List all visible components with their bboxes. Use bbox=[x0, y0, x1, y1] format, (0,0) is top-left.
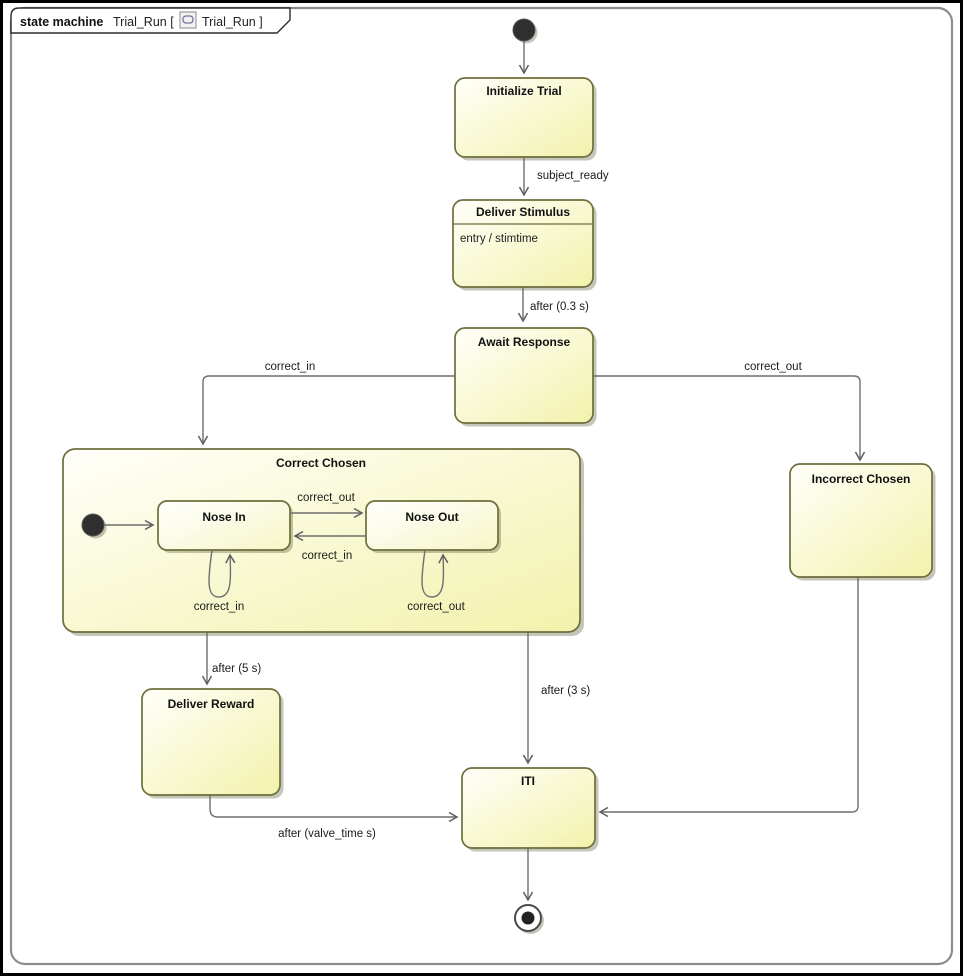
transition-nose-in-self[interactable]: correct_in bbox=[194, 549, 245, 613]
tab-diagram-ref: Trial_Run ] bbox=[202, 15, 263, 29]
state-body[interactable] bbox=[789, 463, 933, 578]
edge-line[interactable] bbox=[421, 549, 449, 598]
state-body[interactable] bbox=[365, 500, 499, 551]
state-title: Correct Chosen bbox=[276, 456, 366, 470]
state-nose-in[interactable]: Nose In bbox=[157, 500, 293, 553]
transition-incorrect-to-iti[interactable] bbox=[598, 577, 859, 818]
state-title: Incorrect Chosen bbox=[812, 472, 911, 486]
inner-initial-state-dot[interactable] bbox=[81, 513, 105, 537]
tab-model-name: Trial_Run [ bbox=[113, 15, 174, 29]
tab-shape bbox=[10, 7, 291, 34]
edge-label[interactable]: correct_in bbox=[302, 550, 353, 562]
transition-correct-out[interactable]: correct_out bbox=[593, 361, 866, 462]
state-title: ITI bbox=[521, 774, 535, 788]
state-body[interactable] bbox=[461, 767, 596, 849]
state-machine-diagram: state machine Trial_Run [ Trial_Run ] su… bbox=[9, 6, 954, 966]
edge-line[interactable] bbox=[209, 795, 459, 823]
final-state[interactable] bbox=[514, 904, 544, 934]
state-body[interactable] bbox=[454, 327, 594, 424]
edge-label[interactable]: correct_in bbox=[194, 601, 245, 613]
transition-nose-in-to-out[interactable]: correct_out bbox=[290, 492, 364, 519]
state-title: Nose In bbox=[202, 510, 245, 524]
state-body[interactable] bbox=[141, 688, 281, 796]
state-deliver-stimulus[interactable]: Deliver Stimulus entry / stimtime bbox=[452, 199, 597, 291]
edge-label[interactable]: subject_ready bbox=[537, 170, 609, 182]
diagram-frame bbox=[9, 6, 954, 966]
transition-correct-in[interactable]: correct_in bbox=[197, 361, 455, 446]
edge-line[interactable] bbox=[208, 549, 236, 598]
state-title: Deliver Stimulus bbox=[476, 205, 570, 219]
state-title: Nose Out bbox=[405, 510, 458, 524]
diagram-header-tab[interactable]: state machine Trial_Run [ Trial_Run ] bbox=[10, 7, 291, 34]
edge-line[interactable] bbox=[197, 375, 455, 446]
state-correct-chosen[interactable]: Correct Chosen Nose In Nose Out correct_… bbox=[62, 448, 584, 636]
tab-keyword: state machine bbox=[20, 15, 103, 29]
state-title: Deliver Reward bbox=[168, 697, 255, 711]
edge-label[interactable]: after (valve_time s) bbox=[278, 828, 376, 840]
edge-label[interactable]: after (0.3 s) bbox=[530, 301, 589, 313]
initial-state[interactable] bbox=[512, 18, 538, 44]
transition-after-valve-time[interactable]: after (valve_time s) bbox=[209, 795, 459, 840]
state-incorrect-chosen[interactable]: Incorrect Chosen bbox=[789, 463, 936, 581]
initial-state-dot[interactable] bbox=[512, 18, 536, 42]
transition-nose-out-self[interactable]: correct_out bbox=[407, 549, 466, 613]
state-body[interactable] bbox=[157, 500, 291, 551]
state-title: Initialize Trial bbox=[486, 84, 561, 98]
statemachine-diagram-icon bbox=[179, 11, 197, 29]
state-await-response[interactable]: Await Response bbox=[454, 327, 597, 427]
icon-state-glyph bbox=[182, 15, 194, 24]
edge-label[interactable]: correct_in bbox=[265, 361, 316, 373]
edge-label[interactable]: correct_out bbox=[407, 601, 465, 613]
state-nose-out[interactable]: Nose Out bbox=[365, 500, 501, 553]
edge-label[interactable]: after (3 s) bbox=[541, 685, 590, 697]
edge-label[interactable]: correct_out bbox=[297, 492, 355, 504]
transition-nose-out-to-in[interactable]: correct_in bbox=[293, 530, 366, 562]
state-body[interactable] bbox=[454, 77, 594, 158]
edge-label[interactable]: after (5 s) bbox=[212, 663, 261, 675]
state-body[interactable] bbox=[62, 448, 581, 633]
transition-subject-ready[interactable]: subject_ready bbox=[518, 157, 609, 197]
edge-label[interactable]: correct_out bbox=[744, 361, 802, 373]
transition-after-03s[interactable]: after (0.3 s) bbox=[517, 287, 589, 323]
transition-after-5s[interactable]: after (5 s) bbox=[201, 632, 261, 686]
state-deliver-reward[interactable]: Deliver Reward bbox=[141, 688, 284, 799]
state-title: Await Response bbox=[478, 335, 571, 349]
edge-line[interactable] bbox=[593, 375, 866, 462]
state-body[interactable] bbox=[452, 199, 594, 288]
final-state-inner-dot bbox=[521, 911, 535, 925]
state-initialize-trial[interactable]: Initialize Trial bbox=[454, 77, 597, 161]
state-entry-action: entry / stimtime bbox=[460, 233, 538, 245]
edge-line[interactable] bbox=[598, 577, 859, 818]
state-iti[interactable]: ITI bbox=[461, 767, 599, 852]
